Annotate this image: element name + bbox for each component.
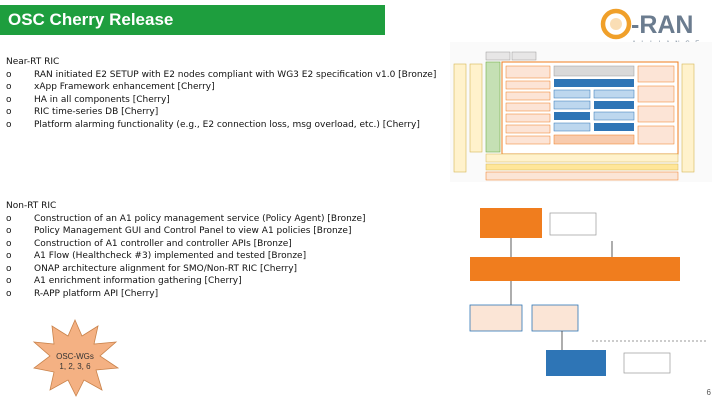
near-rt-ric-heading: Near-RT RIC <box>6 57 60 67</box>
list-item-text: A1 enrichment information gathering [Che… <box>34 276 242 286</box>
a1-policy-management-service-box <box>470 257 680 281</box>
list-item-text: R-APP platform API [Cherry] <box>34 288 159 299</box>
near-rt-ric-section: Near-RT RIC o RAN initiated E2 SETUP with… <box>6 56 446 131</box>
a1-controller-box <box>469 304 523 332</box>
near-rt-ric-simulator-box <box>546 350 606 376</box>
bullet: o <box>6 69 12 80</box>
non-rt-ric-heading: Non-RT RIC <box>6 201 57 211</box>
logo-o-ring <box>600 8 632 40</box>
bullet: o <box>6 94 12 105</box>
top-box <box>485 51 511 61</box>
list-item: o xApp Framework enhancement [Cherry] <box>6 81 446 94</box>
green-column <box>485 61 501 153</box>
top-box <box>511 51 537 61</box>
logo-o-core <box>610 18 622 30</box>
list-item: o R-APP platform API [Cherry] <box>6 288 406 301</box>
starburst-line1: OSC-WGs <box>56 352 94 361</box>
bullet: o <box>6 263 12 274</box>
list-item-text: xApp Framework enhancement [Cherry] <box>34 82 215 92</box>
component-grid <box>505 65 675 145</box>
list-item: o RIC time-series DB [Cherry] <box>6 106 446 119</box>
list-item-text: RAN initiated E2 SETUP with E2 nodes com… <box>34 69 437 80</box>
list-item: o RAN initiated E2 SETUP with E2 nodes co… <box>6 69 446 82</box>
list-item-text: Platform alarming functionality (e.g., E… <box>34 119 420 130</box>
management-platform-band <box>453 63 467 173</box>
ran-band <box>681 63 695 173</box>
non-rt-ric-architecture-diagram <box>469 208 707 376</box>
bullet: o <box>6 238 12 249</box>
bullet: o <box>6 82 12 92</box>
list-item-text: RIC time-series DB [Cherry] <box>34 107 159 117</box>
list-item: o Platform alarming functionality (e.g., … <box>6 119 446 132</box>
list-item: o Policy Management GUI and Control Panel… <box>6 225 406 238</box>
wg-starburst: OSC-WGs 1, 2, 3, 6 <box>32 319 120 397</box>
list-item: o A1 Flow (Healthcheck #3) implemented an… <box>6 250 406 263</box>
bullet: o <box>6 226 12 236</box>
rapp-box <box>549 212 597 236</box>
list-item: o Construction of A1 controller and contr… <box>6 238 406 251</box>
cloud-strip <box>485 171 679 181</box>
bullet: o <box>6 288 12 299</box>
bullet: o <box>6 276 12 286</box>
a1-adapter-box <box>531 304 579 332</box>
platform-strip <box>485 163 679 171</box>
bullet: o <box>6 213 12 224</box>
starburst-line2: 1, 2, 3, 6 <box>59 362 91 371</box>
starburst-shape <box>32 319 120 397</box>
list-item-text: Construction of A1 controller and contro… <box>34 238 292 249</box>
list-item-text: A1 Flow (Healthcheck #3) implemented and… <box>34 251 307 261</box>
non-rt-ric-section: Non-RT RIC o Construction of an A1 policy… <box>6 200 406 300</box>
side-band <box>469 63 483 153</box>
bullet: o <box>6 119 12 130</box>
policy-gui-box <box>480 208 542 238</box>
osc-near-rt-ric-box <box>623 352 671 374</box>
list-item: o HA in all components [Cherry] <box>6 94 446 107</box>
list-item-text: Construction of an A1 policy management … <box>34 213 366 224</box>
list-item: o A1 enrichment information gathering [Ch… <box>6 275 406 288</box>
list-item: o ONAP architecture alignment for SMO/Non… <box>6 263 406 276</box>
bullet: o <box>6 107 12 117</box>
slide-title-bar: OSC Cherry Release <box>0 5 385 35</box>
platform-strip <box>485 153 679 163</box>
list-item-text: HA in all components [Cherry] <box>34 94 170 105</box>
list-item-text: Policy Management GUI and Control Panel … <box>34 226 352 236</box>
page-number: 6 <box>706 388 711 397</box>
slide-title: OSC Cherry Release <box>8 10 174 29</box>
logo-wordmark: -RAN <box>631 11 694 39</box>
near-rt-ric-architecture-diagram <box>450 42 712 182</box>
list-item-text: ONAP architecture alignment for SMO/Non-… <box>34 263 298 274</box>
list-item: o Construction of an A1 policy management… <box>6 213 406 226</box>
bullet: o <box>6 251 12 261</box>
